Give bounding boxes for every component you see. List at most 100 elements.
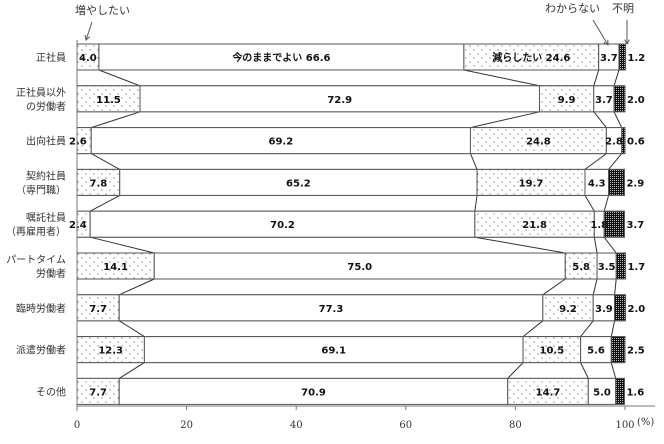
bar-segment <box>76 336 145 364</box>
value-label: 1.6 <box>626 387 644 398</box>
value-label: 3.9 <box>595 304 613 315</box>
connector-line <box>593 69 600 86</box>
connector-line <box>470 153 478 170</box>
connector-line <box>610 320 616 337</box>
bar-segment <box>614 294 627 322</box>
annotation-arrow <box>85 21 93 41</box>
bar-segment <box>143 336 524 364</box>
value-label: 21.8 <box>522 220 547 231</box>
connector-line <box>603 236 617 254</box>
bar-segment <box>118 377 509 405</box>
connector-line <box>593 237 598 254</box>
connector-line <box>593 111 607 128</box>
category-label: その他 <box>36 385 66 398</box>
value-label: 14.7 <box>536 387 561 398</box>
bar-segment <box>474 210 595 238</box>
x-tick-label: 20 <box>180 420 193 431</box>
value-label: 14.1 <box>103 262 128 273</box>
bar-segment <box>463 43 600 71</box>
value-label: 5.8 <box>572 262 590 273</box>
connector-line <box>91 111 141 129</box>
connector-line <box>474 195 478 212</box>
value-label: 0.6 <box>627 137 645 148</box>
value-label: 5.0 <box>593 387 611 398</box>
value-label: 2.6 <box>69 137 87 148</box>
bar-segment <box>608 168 625 196</box>
value-label: 19.7 <box>519 178 544 189</box>
value-label: 2.8 <box>605 137 623 148</box>
value-label: 7.7 <box>89 304 107 315</box>
category-label: 正社員 <box>36 51 66 64</box>
arrow-head-icon <box>603 39 609 46</box>
value-label: 3.5 <box>598 262 616 273</box>
value-label: 3.7 <box>595 95 613 106</box>
value-label: 2.4 <box>69 220 87 231</box>
bar-segment <box>76 85 141 113</box>
connector-line <box>118 320 145 338</box>
category-label: （再雇用者） <box>6 225 66 238</box>
connector-line <box>470 111 540 129</box>
bar-segment <box>615 377 625 405</box>
value-label: 4.0 <box>79 53 97 64</box>
bar-segment <box>469 127 607 155</box>
bar-segment <box>603 210 625 238</box>
value-label: 5.6 <box>587 346 605 357</box>
value-label: 24.8 <box>526 137 551 148</box>
category-label: 嘱託社員 <box>26 211 66 224</box>
bar-segment <box>139 85 541 113</box>
bar-segment <box>542 294 594 322</box>
bar-segment <box>610 336 626 364</box>
value-label: 69.2 <box>269 137 294 148</box>
connector-line <box>603 195 610 212</box>
value-label: 2.0 <box>628 304 646 315</box>
category-label: パートタイム <box>6 254 66 266</box>
bar-segment <box>507 377 589 405</box>
value-label: 77.3 <box>319 304 344 315</box>
bar-segment <box>90 127 471 155</box>
bar-segment <box>76 252 155 280</box>
bar-segment <box>615 252 627 280</box>
connector-line <box>592 278 598 295</box>
value-label: 9.9 <box>558 95 576 106</box>
x-tick-label: 0 <box>74 420 80 431</box>
connector-line <box>98 69 141 87</box>
arrow-head-icon <box>84 34 91 41</box>
value-label: 1.2 <box>628 53 646 64</box>
value-label: 10.5 <box>539 346 564 357</box>
bars <box>76 43 627 405</box>
bar-segment <box>522 336 582 364</box>
connector-line <box>463 69 540 87</box>
value-label: 65.2 <box>286 178 311 189</box>
category-label: 契約社員 <box>26 169 66 182</box>
connector-line <box>507 362 524 379</box>
connector-line <box>474 236 566 254</box>
x-tick-label: 60 <box>399 420 412 431</box>
connector-line <box>118 362 145 379</box>
bar-segment <box>89 210 476 238</box>
value-label: 4.3 <box>588 178 606 189</box>
value-label: 72.9 <box>327 95 352 106</box>
value-label: 75.0 <box>347 262 372 273</box>
value-label: 9.2 <box>559 304 577 315</box>
bar-segment <box>539 85 595 113</box>
category-label: 出向社員 <box>26 135 66 148</box>
arrow-head-icon <box>624 39 630 46</box>
connector-line <box>613 111 623 128</box>
connector-line <box>522 320 544 337</box>
connector-line <box>584 195 595 212</box>
category-label: 労働者 <box>36 267 66 280</box>
x-tick-label: 80 <box>509 420 522 431</box>
annotation-arrow <box>592 19 609 46</box>
value-label: 7.7 <box>89 387 107 398</box>
bar-segment <box>119 168 478 196</box>
connector-line <box>91 153 120 170</box>
category-label: （専門職） <box>16 184 66 196</box>
bar-segment <box>76 377 120 405</box>
value-label: 2.0 <box>627 95 645 106</box>
x-tick-label: 40 <box>290 420 303 431</box>
bar-segment <box>564 252 598 280</box>
connector-line <box>90 236 155 254</box>
